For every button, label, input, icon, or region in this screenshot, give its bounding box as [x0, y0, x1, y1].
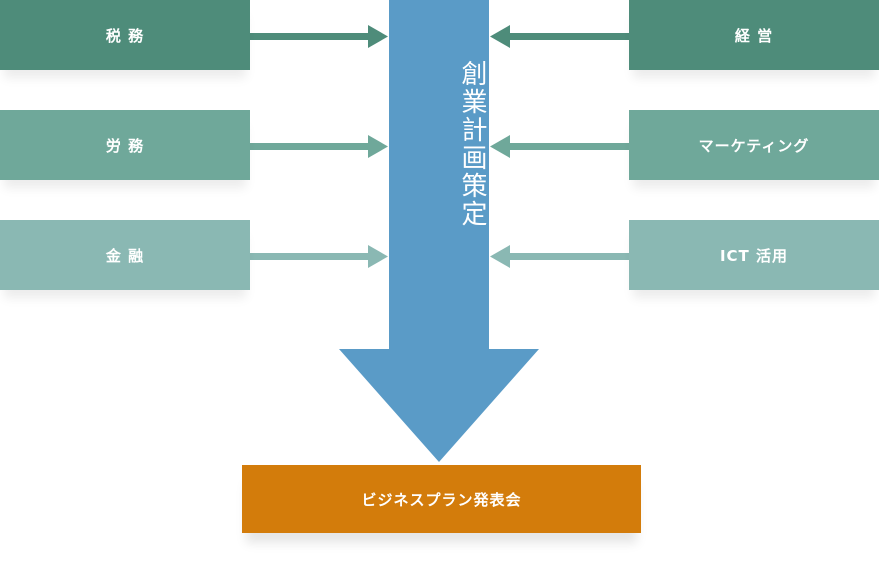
- left-box-labor: 労 務: [0, 110, 250, 180]
- right-arrow-0: [490, 25, 629, 48]
- left-arrow-2: [250, 245, 388, 268]
- left-box-label: 労 務: [105, 136, 145, 155]
- result-label: ビジネスプラン発表会: [361, 490, 522, 509]
- center-label: 創業計画策定: [457, 60, 487, 228]
- left-arrow-0: [250, 25, 388, 48]
- right-box-management: 経 営: [629, 0, 879, 70]
- left-arrow-1: [250, 135, 388, 158]
- right-box-marketing: マーケティング: [629, 110, 879, 180]
- right-box-label: ICT 活用: [719, 246, 789, 265]
- left-box-label: 税 務: [105, 26, 145, 45]
- right-arrow-2: [490, 245, 629, 268]
- left-box-label: 金 融: [105, 246, 145, 265]
- right-box-ict: ICT 活用: [629, 220, 879, 290]
- right-box-label: 経 営: [734, 26, 774, 45]
- right-box-label: マーケティング: [698, 136, 810, 155]
- result-box: ビジネスプラン発表会: [242, 465, 641, 533]
- right-arrow-1: [490, 135, 629, 158]
- main-arrow: [339, 0, 539, 462]
- left-box-finance: 金 融: [0, 220, 250, 290]
- left-box-tax: 税 務: [0, 0, 250, 70]
